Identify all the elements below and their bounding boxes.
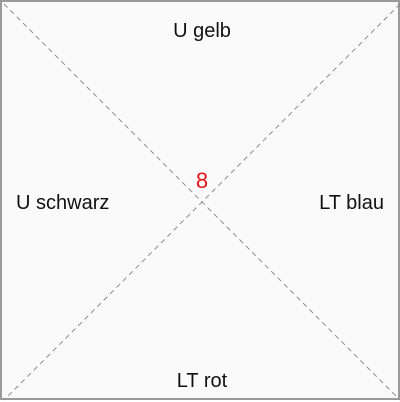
label-top: U gelb bbox=[173, 20, 231, 42]
label-bottom: LT rot bbox=[176, 370, 228, 392]
label-right: LT blau bbox=[319, 192, 384, 214]
label-left: U schwarz bbox=[16, 192, 110, 214]
diagonal-line-tr-bl bbox=[3, 3, 400, 401]
center-number: 8 bbox=[195, 168, 209, 193]
